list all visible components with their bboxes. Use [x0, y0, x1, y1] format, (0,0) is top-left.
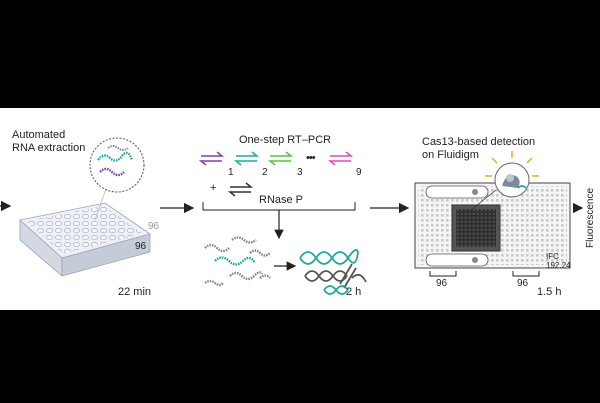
dsdna-products	[299, 249, 367, 295]
rtpcr-title: One-step RT–PCR	[239, 134, 332, 146]
primer-label-3: 3	[297, 167, 303, 178]
left-bracket-label: 96	[436, 278, 448, 289]
chip-label-line2: 192.24	[546, 261, 571, 270]
primer-pair-2	[233, 151, 260, 166]
cas13-magnifier	[494, 162, 530, 198]
detection-title-line2: on Fluidigm	[422, 149, 479, 161]
rtpcr-duration: 2 h	[346, 286, 362, 298]
extraction-plate	[19, 202, 151, 277]
left-inlet-bracket	[429, 271, 457, 277]
plate-count-back: 96	[148, 221, 160, 232]
rna-magnifier	[89, 137, 145, 221]
chip-label-line1: IFC	[546, 252, 559, 261]
rna-fragments	[204, 236, 271, 287]
detection-title-line1: Cas13-based detection	[422, 136, 536, 148]
primer-pair-3	[267, 151, 294, 166]
primer-pairs	[198, 151, 354, 197]
right-bracket-label: 96	[517, 278, 529, 289]
workflow-diagram	[0, 137, 584, 295]
plus-sign: +	[210, 182, 217, 194]
primer-pair-1	[198, 151, 225, 166]
primer-ellipsis: •••	[306, 152, 316, 164]
extraction-title-line1: Automated	[12, 129, 66, 141]
primer-label-1: 1	[228, 167, 234, 178]
extraction-title-line2: RNA extraction	[12, 142, 86, 154]
plate-count-front: 96	[135, 241, 147, 252]
fluidigm-ifc-chip	[414, 182, 571, 269]
rnase-p-primer	[227, 182, 254, 197]
detection-duration: 1.5 h	[537, 286, 562, 298]
fluorescence-rays	[485, 151, 539, 177]
figure-panel: Automated RNA extraction 96 96 22 min On…	[0, 108, 600, 310]
primer-label-9: 9	[356, 167, 362, 178]
right-inlet-bracket	[512, 271, 540, 277]
primer-label-2: 2	[262, 167, 268, 178]
rnase-p-label: RNase P	[259, 194, 304, 206]
fluorescence-label: Fluorescence	[585, 187, 596, 248]
primer-pair-9	[327, 151, 354, 166]
extraction-duration: 22 min	[118, 286, 152, 298]
